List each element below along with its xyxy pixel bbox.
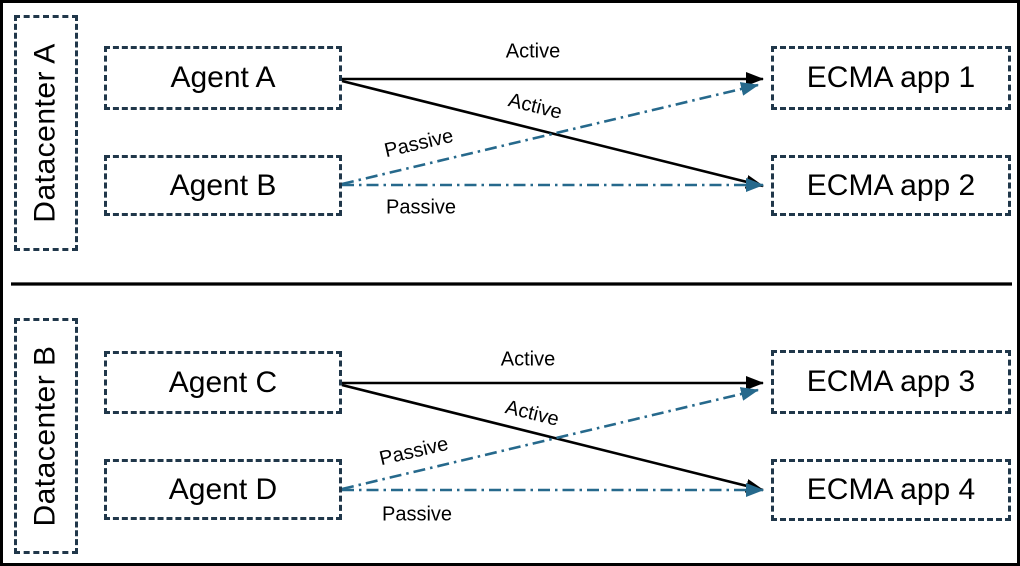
datacenter-b-box: Datacenter B: [14, 318, 78, 554]
agent-b-label: Agent B: [169, 168, 277, 202]
datacenter-b-label: Datacenter B: [29, 345, 62, 527]
link-label-passive-b1: Passive: [382, 124, 456, 163]
ecma-app-4-box: ECMA app 4: [771, 459, 1011, 521]
datacenter-a-box: Datacenter A: [14, 15, 78, 251]
link-label-passive-d4: Passive: [381, 503, 453, 526]
link-label-active-c3: Active: [500, 348, 556, 371]
agent-a-label: Agent A: [170, 61, 276, 94]
link-label-passive-b2: Passive: [385, 196, 457, 219]
ecma-app-3-box: ECMA app 3: [771, 350, 1011, 414]
link-line-agent-d-ecma-app-3: [341, 387, 759, 491]
agent-d-box: Agent D: [104, 459, 342, 520]
link-label-active-a1: Active: [505, 40, 561, 63]
ecma-app-4-label: ECMA app 4: [806, 473, 976, 506]
link-label-active-a2: Active: [506, 89, 565, 124]
ecma-app-3-label: ECMA app 3: [806, 365, 976, 398]
link-line-agent-a-ecma-app-2: [341, 79, 764, 189]
ecma-app-2-label: ECMA app 2: [806, 168, 976, 202]
link-line-agent-c-ecma-app-4: [341, 383, 764, 493]
ecma-app-1-box: ECMA app 1: [771, 46, 1011, 110]
agent-c-box: Agent C: [104, 351, 342, 414]
agent-c-label: Agent C: [168, 365, 278, 399]
datacenter-a-label: Datacenter A: [29, 43, 62, 223]
link-label-active-c4: Active: [503, 396, 562, 431]
ecma-app-2-box: ECMA app 2: [771, 155, 1011, 216]
agent-b-box: Agent B: [104, 155, 342, 216]
agent-a-box: Agent A: [104, 46, 342, 110]
agent-d-label: Agent D: [168, 472, 278, 506]
link-label-passive-d3: Passive: [377, 432, 451, 471]
ecma-app-1-label: ECMA app 1: [806, 61, 976, 94]
